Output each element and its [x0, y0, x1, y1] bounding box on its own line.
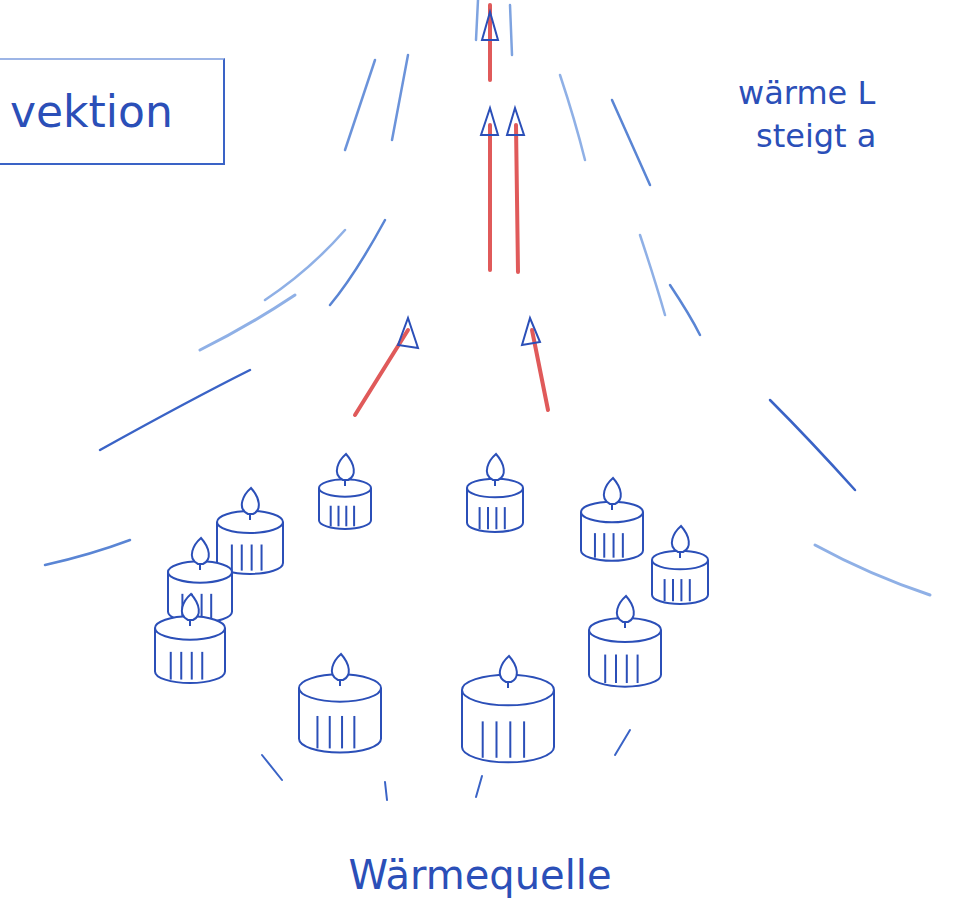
tealight — [467, 454, 523, 532]
note-text: wärme L steigt a — [738, 72, 953, 158]
tealight — [299, 654, 381, 753]
tealight — [319, 454, 371, 529]
tealight — [168, 538, 232, 622]
label-text: Wärmequelle — [330, 848, 630, 902]
tealight — [155, 594, 225, 683]
tealight — [589, 596, 661, 687]
tealight — [581, 478, 643, 561]
tealight — [462, 656, 554, 762]
tealight — [217, 488, 283, 574]
heading-box: vektion — [0, 58, 225, 165]
heading-text: vektion — [10, 86, 173, 137]
tealight — [652, 526, 708, 604]
